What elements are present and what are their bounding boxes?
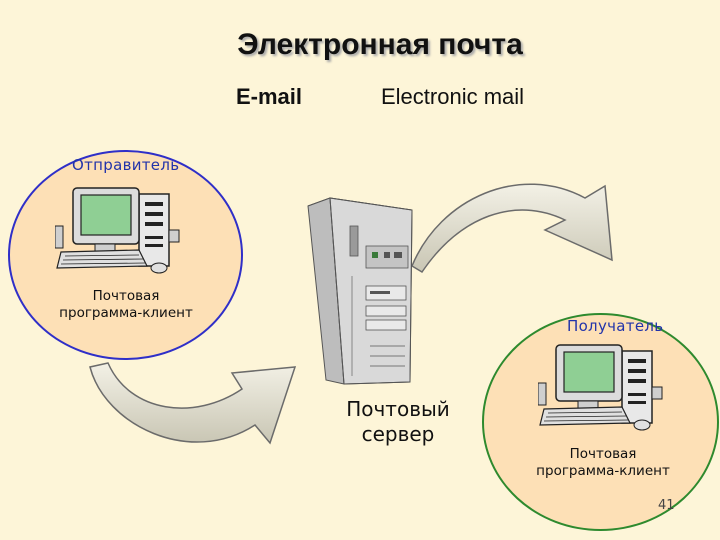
sender-client-label: Почтовая программа-клиент	[36, 288, 216, 322]
sender-computer-icon	[55, 187, 180, 274]
sender-client-line2: программа-клиент	[59, 305, 193, 321]
recipient-client-line2: программа-клиент	[536, 463, 670, 479]
diagram-title: Электронная почта	[237, 28, 523, 61]
server-label-line2: сервер	[361, 422, 435, 446]
subtitle-electronic-mail: Electronic mail	[381, 84, 525, 109]
server-label-line1: Почтовый	[346, 397, 450, 421]
arrow-to-recipient-icon	[411, 183, 613, 274]
recipient-client-line1: Почтовая	[569, 446, 637, 462]
server-label: Почтовый сервер	[318, 397, 478, 447]
arrow-to-server-icon	[89, 362, 297, 445]
sender-client-line1: Почтовая	[92, 288, 160, 304]
recipient-label: Получатель	[567, 317, 664, 335]
server-icon	[307, 197, 413, 385]
recipient-client-label: Почтовая программа-клиент	[528, 446, 678, 480]
subtitle-email: E-mail	[236, 84, 303, 109]
sender-label: Отправитель	[72, 156, 180, 174]
page-number: 41	[658, 498, 675, 513]
recipient-computer-icon	[538, 344, 663, 431]
